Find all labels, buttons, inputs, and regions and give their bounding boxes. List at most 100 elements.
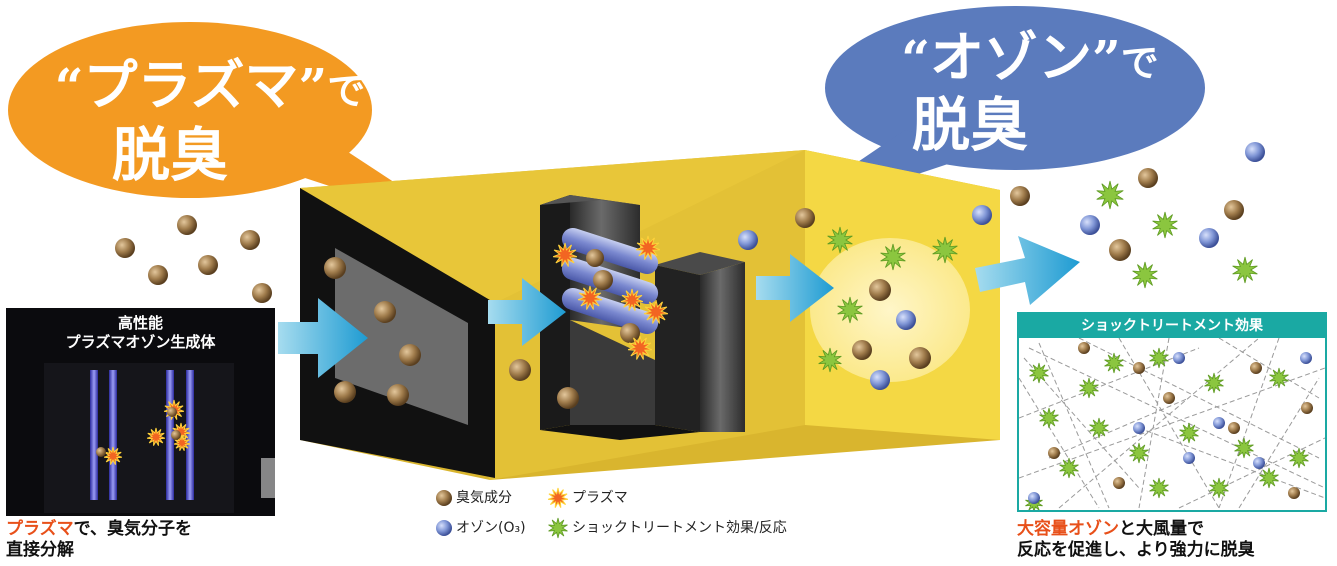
plasma-caption: プラズマで、臭気分子を 直接分解	[6, 519, 306, 561]
shock-reaction-star	[1104, 352, 1124, 374]
photo-title-line1: 高性能	[117, 314, 163, 332]
shock-reaction-star	[827, 226, 853, 254]
odor-particle	[240, 230, 260, 250]
odor-particle	[620, 323, 640, 343]
ozone-bubble-action: 脱臭	[911, 91, 1028, 159]
odor-particle	[1133, 362, 1145, 374]
ozone-particle	[1028, 492, 1040, 504]
plasma-spark	[547, 487, 569, 508]
odor-particle	[852, 340, 872, 360]
plasma-particle: で	[327, 68, 366, 113]
odor-particle	[171, 430, 181, 440]
odor-particle	[436, 490, 452, 506]
odor-particle	[96, 447, 106, 457]
reaction-path-line	[1019, 367, 1325, 479]
ozone-particle	[896, 310, 916, 330]
odor-particle	[557, 387, 579, 409]
particle-layer	[115, 142, 1265, 409]
shock-reaction-star	[1096, 180, 1124, 210]
ozone-particle	[870, 370, 890, 390]
shock-reaction-star	[1289, 447, 1309, 469]
shock-reaction-star	[548, 517, 568, 539]
odor-particle	[252, 283, 272, 303]
reaction-path-line	[1118, 338, 1220, 509]
odor-particle	[1078, 342, 1090, 354]
ozone-bubble-heading: “オゾン”で	[840, 29, 1220, 88]
shock-reaction-star	[1149, 347, 1169, 369]
ozone-particle	[738, 230, 758, 250]
ozone-particle	[1253, 457, 1265, 469]
ozone-particle	[1133, 422, 1145, 434]
shock-reaction-star	[1132, 261, 1158, 289]
odor-particle	[198, 255, 218, 275]
shock-reaction-star	[818, 347, 842, 373]
reaction-path-line	[1019, 377, 1100, 509]
odor-particle	[1048, 447, 1060, 459]
ozone-particle	[1300, 352, 1312, 364]
shock-panel-title: ショックトリートメント効果	[1019, 314, 1325, 338]
plasma-spark	[552, 242, 578, 267]
reaction-path-line	[1038, 342, 1110, 509]
reaction-path-line	[1138, 427, 1325, 499]
ozone-particle	[1199, 228, 1219, 248]
ozone-name: オゾン	[929, 25, 1092, 89]
plasma-spark	[627, 335, 653, 360]
ozone-particle	[1080, 215, 1100, 235]
reaction-path-line	[1138, 338, 1170, 509]
shock-reaction-star	[1039, 407, 1059, 429]
odor-particle	[115, 238, 135, 258]
odor-particle	[374, 301, 396, 323]
odor-particle	[177, 215, 197, 235]
shock-reaction-star	[1209, 477, 1229, 499]
plasma-caption-rest: で、臭気分子を	[73, 519, 192, 539]
airflow-arrows	[278, 236, 1080, 378]
plasma-caption-line2: 直接分解	[6, 540, 74, 560]
odor-particle	[909, 347, 931, 369]
shock-reaction-star	[1179, 422, 1199, 444]
legend-shock-label: ショックトリートメント効果/反応	[572, 520, 787, 536]
shock-panel-diagram	[1019, 338, 1325, 510]
ozone-caption-line2: 反応を促進し、より強力に脱臭	[1017, 540, 1255, 560]
reaction-path-line	[1058, 338, 1260, 509]
generator-photo: 高性能 プラズマオゾン生成体	[6, 308, 275, 516]
close-quote: ”	[1091, 29, 1121, 88]
plasma-spark	[173, 434, 191, 451]
open-quote: “	[54, 57, 84, 116]
plasma-caption-highlight: プラズマ	[6, 519, 74, 539]
ozone-caption-line1: 大容量オゾンと大風量で	[1017, 519, 1337, 540]
legend-icons	[436, 487, 569, 539]
plasma-name: プラズマ	[83, 53, 299, 117]
odor-particle	[1010, 186, 1030, 206]
plasma-spark	[103, 446, 123, 465]
ozone-particle	[1213, 417, 1225, 429]
odor-particle	[1113, 477, 1125, 489]
odor-particle	[1109, 239, 1131, 261]
odor-particle	[795, 208, 815, 228]
legend-ozone-label: オゾン(O₃)	[456, 520, 526, 536]
shock-reaction-star	[837, 296, 863, 324]
ozone-particle: で	[1120, 40, 1159, 85]
ozone-particle	[972, 205, 992, 225]
shock-reaction-star	[1259, 467, 1279, 489]
generator-photo-image	[6, 308, 275, 516]
ozone-particle	[1245, 142, 1265, 162]
shock-reaction-star	[1079, 377, 1099, 399]
shock-reaction-star	[1029, 362, 1049, 384]
shock-reaction-star	[932, 236, 958, 264]
shock-reaction-star	[1232, 256, 1258, 284]
reaction-path-line	[1019, 347, 1200, 419]
odor-particle	[1163, 392, 1175, 404]
shock-reaction-star	[1152, 211, 1178, 239]
photo-title-line2: プラズマオゾン生成体	[65, 333, 216, 351]
ozone-caption-rest: と大風量で	[1119, 519, 1204, 539]
odor-particle	[324, 257, 346, 279]
odor-particle	[334, 381, 356, 403]
shock-reaction-star	[1234, 437, 1254, 459]
odor-particle	[593, 270, 613, 290]
shock-reaction-star	[1129, 442, 1149, 464]
odor-particle	[148, 265, 168, 285]
shock-reaction-star	[1059, 457, 1079, 479]
ozone-caption-highlight: 大容量オゾン	[1017, 519, 1119, 539]
plasma-spark	[146, 427, 166, 446]
